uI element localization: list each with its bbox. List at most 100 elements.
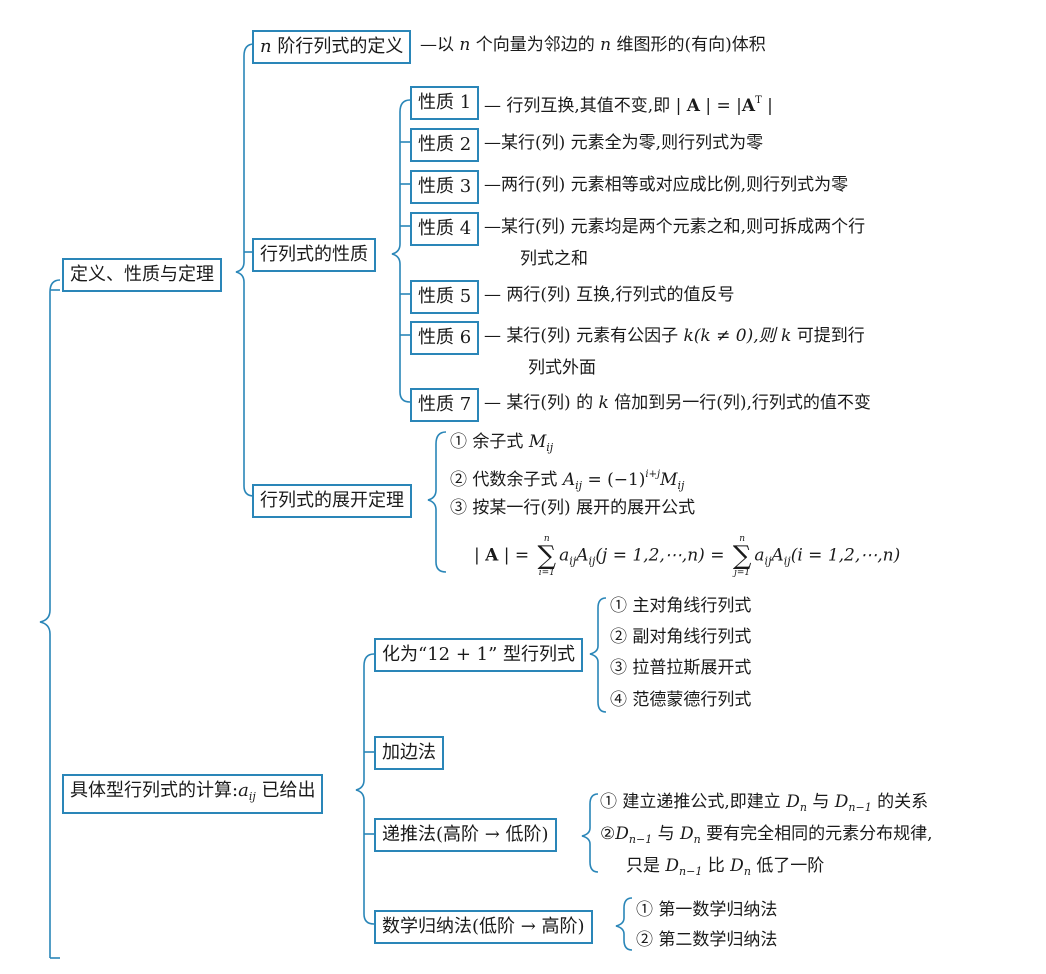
var-D: D: [665, 856, 680, 876]
node-properties: 行列式的性质: [252, 238, 376, 272]
node-label: 已给出: [261, 780, 316, 801]
property-1-box: 性质 1: [410, 86, 480, 120]
transpose-mark: T: [755, 95, 762, 106]
method1-item-3: ③ 拉普拉斯展开式: [610, 658, 752, 678]
var-n: n: [260, 36, 272, 57]
text: 要有完全相同的元素分布规律,: [706, 824, 933, 844]
method1-item-1: ① 主对角线行列式: [610, 596, 752, 616]
induction-item-1: ① 第一数学归纳法: [636, 900, 778, 920]
text: 比: [707, 856, 725, 876]
node-method-12plus1: 化为“12 + 1” 型行列式: [374, 638, 584, 672]
node-method-induction: 数学归纳法(低阶 → 高阶): [374, 910, 593, 944]
node-label: 数学归纳法(低阶 → 高阶): [382, 916, 585, 937]
property-4-desc-line2: 列式之和: [520, 249, 588, 269]
text: (j = 1,2,⋯,n) =: [595, 545, 725, 566]
node-label: 性质 2: [418, 134, 472, 155]
subscript: n−1: [628, 833, 653, 846]
property-1-desc: — 行列互换,其值不变,即 | A | = |AT |: [484, 87, 773, 120]
text: — 某行(列) 的: [484, 393, 594, 413]
var-k: k: [781, 326, 792, 346]
node-label: 化为“12 + 1” 型行列式: [382, 644, 576, 665]
var-a: a: [754, 545, 765, 566]
node-label: 性质 6: [418, 327, 472, 348]
node-label: 性质 1: [418, 92, 472, 113]
property-3-desc: —两行(列) 元素相等或对应成比例,则行列式为零: [484, 175, 849, 195]
text: 只是: [626, 856, 660, 876]
induction-item-2: ② 第二数学归纳法: [636, 930, 778, 950]
text: 维图形的(有向)体积: [616, 35, 766, 55]
sum-lower: i=1: [538, 568, 555, 578]
var-a: a: [238, 780, 249, 801]
text: |: [474, 545, 480, 566]
subscript: n: [693, 833, 701, 846]
var-A: A: [562, 470, 576, 490]
subscript: ij: [677, 479, 685, 492]
var-D: D: [834, 792, 849, 812]
property-6-box: 性质 6: [410, 321, 480, 355]
node-label: 性质 3: [418, 176, 472, 197]
matrix-A: A: [686, 96, 700, 116]
subscript: ij: [546, 441, 554, 454]
node-definition-properties-theorems: 定义、性质与定理: [62, 258, 222, 292]
expansion-formula: | A | = n ∑ i=1 aijAij(j = 1,2,⋯,n) = n …: [474, 534, 900, 582]
subscript: ij: [764, 554, 772, 568]
matrix-A: A: [741, 96, 756, 116]
text: | =: [503, 545, 530, 566]
text: ① 建立递推公式,即建立: [600, 792, 781, 812]
method1-item-2: ② 副对角线行列式: [610, 627, 752, 647]
node-definition: n 阶行列式的定义: [252, 30, 412, 64]
var-A: A: [576, 545, 589, 566]
node-label: 定义、性质与定理: [70, 264, 214, 285]
text: 个向量为邻边的: [475, 35, 595, 55]
var-A: A: [771, 545, 784, 566]
sigma: ∑: [537, 541, 557, 571]
var-a: a: [559, 545, 570, 566]
property-2-box: 性质 2: [410, 128, 480, 162]
text: 可提到行: [796, 326, 865, 346]
text: (i = 1,2,⋯,n): [790, 545, 901, 566]
recursion-item-3: 只是 Dn−1 比 Dn 低了一阶: [626, 852, 824, 886]
property-6-desc-line2: 列式外面: [528, 358, 596, 378]
text: ②: [600, 824, 616, 844]
node-method-bordering: 加边法: [374, 736, 444, 770]
text: — 某行(列) 元素有公因子: [484, 326, 679, 346]
text: | = |: [705, 96, 742, 116]
var-D: D: [786, 792, 800, 812]
subscript: ij: [575, 479, 583, 492]
node-concrete-computation: 具体型行列式的计算:aij 已给出: [62, 774, 324, 814]
node-label: 递推法(高阶 → 低阶): [382, 824, 549, 845]
text: 低了一阶: [756, 856, 825, 876]
subscript: ij: [569, 554, 577, 568]
superscript: i+j: [645, 469, 661, 480]
text: ① 余子式: [450, 432, 524, 452]
node-label: 性质 7: [418, 394, 472, 415]
node-label: 具体型行列式的计算:: [70, 780, 239, 801]
text: = (−1): [587, 470, 646, 490]
node-label: 阶行列式的定义: [277, 36, 404, 57]
property-2-desc: —某行(列) 元素全为零,则行列式为零: [484, 133, 764, 153]
property-5-desc: — 两行(列) 互换,行列式的值反号: [484, 285, 735, 305]
var-D: D: [730, 856, 744, 876]
property-6-desc: — 某行(列) 元素有公因子 k(k ≠ 0),则 k 可提到行: [484, 322, 865, 350]
matrix-A: A: [485, 545, 499, 566]
sum-upper: n: [739, 534, 746, 544]
node-label: 性质 5: [418, 286, 472, 307]
sum-lower: j=1: [734, 568, 751, 578]
subscript: ij: [588, 554, 596, 568]
var-n: n: [459, 35, 471, 55]
subscript: ij: [248, 790, 256, 803]
property-7-box: 性质 7: [410, 388, 480, 422]
method1-item-4: ④ 范德蒙德行列式: [610, 690, 752, 710]
sum-upper: n: [543, 534, 550, 544]
text: — 行列互换,其值不变,即 |: [484, 96, 682, 116]
sigma: ∑: [732, 541, 752, 571]
text: —以: [420, 35, 454, 55]
property-7-desc: — 某行(列) 的 k 倍加到另一行(列),行列式的值不变: [484, 389, 871, 417]
text: 倍加到另一行(列),行列式的值不变: [614, 393, 871, 413]
var-M: M: [660, 470, 678, 490]
var-k: k: [598, 393, 609, 413]
node-label: 性质 4: [418, 218, 472, 239]
text: 与: [812, 792, 830, 812]
property-3-box: 性质 3: [410, 170, 480, 204]
text: 的关系: [877, 792, 929, 812]
